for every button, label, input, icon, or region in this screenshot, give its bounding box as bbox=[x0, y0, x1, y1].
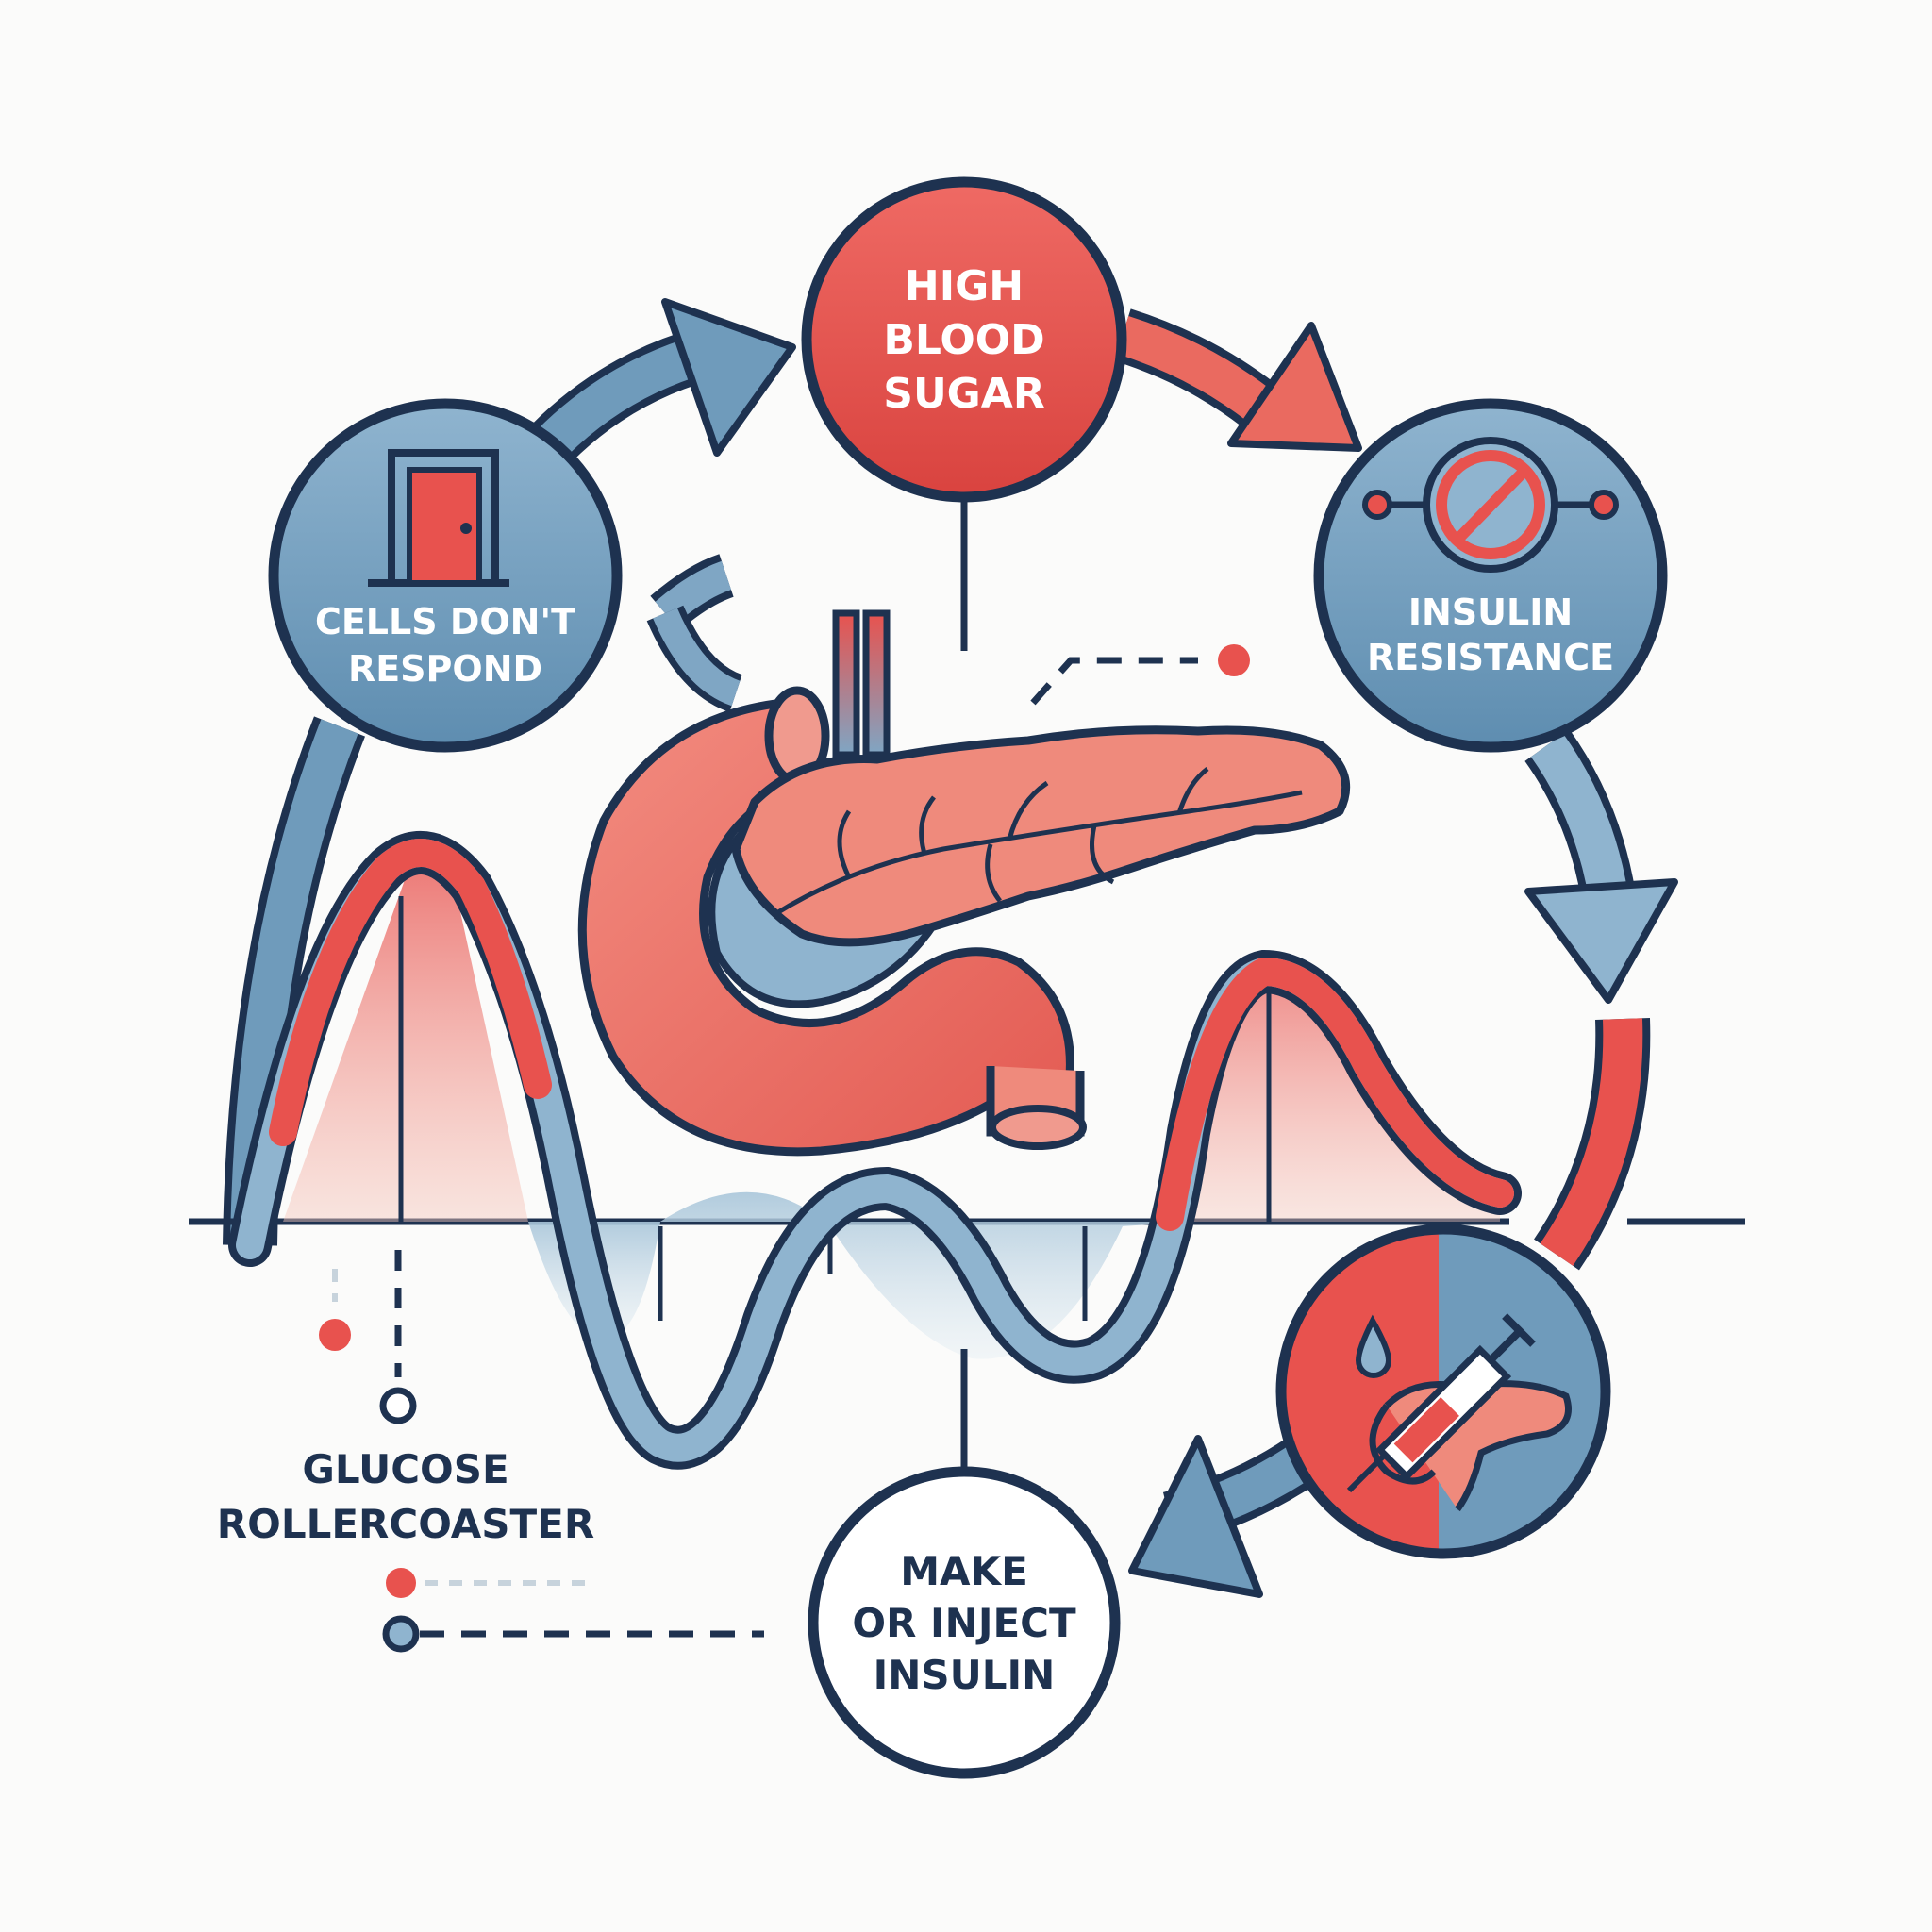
legend-glucose-rollercoaster: GLUCOSE ROLLERCOASTER bbox=[217, 1446, 764, 1653]
node-resistance-line-2: RESISTANCE bbox=[1367, 637, 1614, 678]
drop-icon bbox=[1355, 1314, 1392, 1378]
dot-red-top bbox=[1218, 644, 1250, 676]
node-cells-line-2: RESPOND bbox=[348, 648, 542, 690]
node-cells-line-1: CELLS DON'T bbox=[315, 601, 575, 642]
legend-line-1: GLUCOSE bbox=[302, 1446, 508, 1492]
node-resistance-line-1: INSULIN bbox=[1408, 591, 1573, 633]
legend-dot-blue bbox=[382, 1615, 420, 1653]
legend-line-2: ROLLERCOASTER bbox=[217, 1501, 594, 1547]
dot-red-left bbox=[319, 1319, 351, 1351]
node-make-line-1: MAKE bbox=[900, 1548, 1028, 1594]
node-make-or-inject-insulin: MAKE OR INJECT INSULIN bbox=[808, 1466, 1121, 1779]
arrow-resistance-down bbox=[1524, 729, 1678, 1004]
node-insulin-resistance: INSULIN RESISTANCE bbox=[1313, 398, 1668, 753]
node-high-blood-sugar-line-3: SUGAR bbox=[883, 370, 1044, 418]
arrow-syringe-to-make bbox=[1128, 1435, 1323, 1598]
node-make-line-2: OR INJECT bbox=[852, 1600, 1076, 1646]
node-high-blood-sugar-line-1: HIGH bbox=[905, 262, 1024, 310]
arrow-cells-to-sugar bbox=[522, 298, 796, 472]
node-syringe bbox=[1275, 1224, 1611, 1559]
dot-left-end bbox=[379, 1387, 417, 1424]
arrow-sugar-to-resistance bbox=[1114, 308, 1362, 452]
syringe-icon bbox=[1346, 1313, 1536, 1493]
node-high-blood-sugar: HIGH BLOOD SUGAR bbox=[801, 176, 1127, 503]
glucose-wave bbox=[228, 831, 1522, 1470]
node-cells-dont-respond: CELLS DON'T RESPOND bbox=[268, 398, 623, 753]
pancreas-icon bbox=[577, 554, 1351, 1157]
node-high-blood-sugar-line-2: BLOOD bbox=[883, 316, 1044, 364]
no-symbol-icon bbox=[1362, 437, 1619, 573]
node-make-line-3: INSULIN bbox=[874, 1652, 1056, 1698]
arrow-right-side-red bbox=[1533, 1017, 1651, 1271]
door-icon bbox=[368, 449, 509, 587]
legend-dot-red bbox=[386, 1568, 416, 1598]
dashed-connector-top bbox=[1030, 657, 1198, 706]
